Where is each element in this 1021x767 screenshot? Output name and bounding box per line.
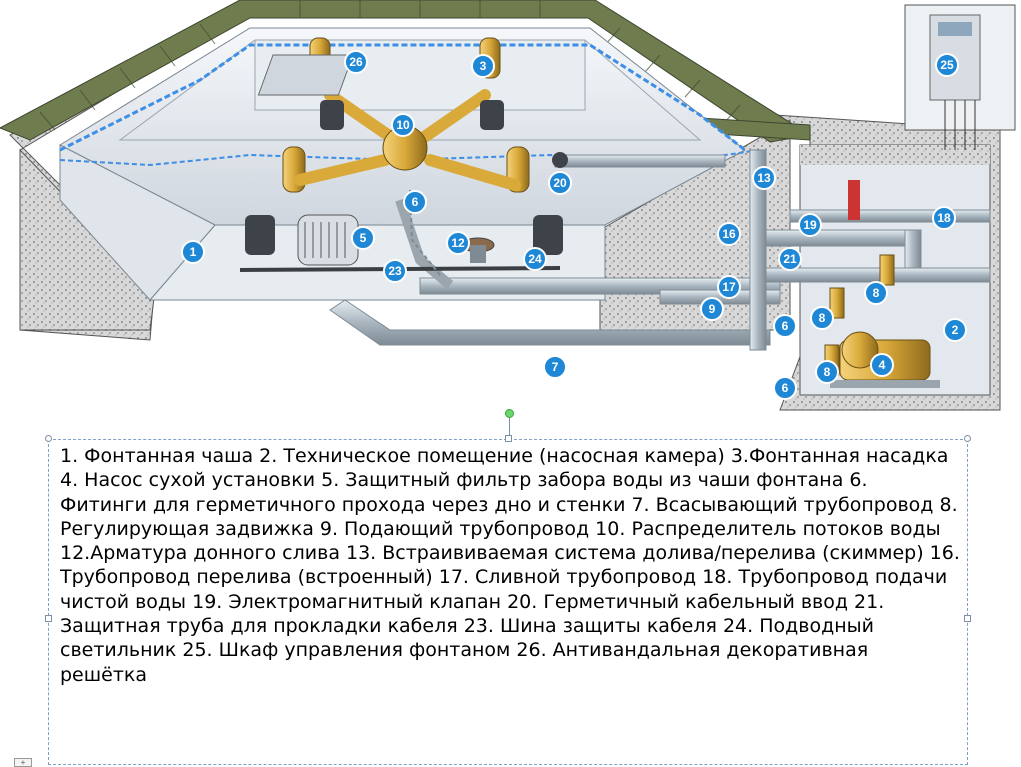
caption-textbox[interactable]: 1. Фонтанная чаша 2. Техническое помещен… [48,439,968,765]
svg-text:8: 8 [824,365,831,379]
stone-coping [0,0,812,143]
badge-16: 16 [717,222,741,246]
badge-8-c: 8 [815,360,839,384]
badge-8-a: 8 [864,281,888,305]
resize-handle-middle-right[interactable] [964,615,971,622]
svg-text:26: 26 [349,55,363,69]
resize-handle-top-right[interactable] [964,435,971,442]
badge-8-b: 8 [810,306,834,330]
svg-text:12: 12 [451,236,465,250]
svg-text:6: 6 [412,195,419,209]
badge-1: 1 [181,240,205,264]
water-surface [59,43,746,152]
callout-badges: 1 2 3 4 5 6 6 6 7 8 8 8 9 10 12 13 16 17… [181,50,967,400]
badge-17: 17 [717,275,741,299]
badge-24: 24 [523,247,547,271]
svg-text:21: 21 [783,252,797,266]
badge-4: 4 [870,353,894,377]
svg-text:6: 6 [782,319,789,333]
badge-6-c: 6 [773,376,797,400]
badge-2: 2 [943,318,967,342]
rotate-handle-stem [509,418,510,438]
svg-text:9: 9 [709,302,716,316]
badge-19: 19 [798,213,822,237]
badge-21: 21 [778,247,802,271]
svg-text:3: 3 [480,59,487,73]
fountain-nozzles [257,37,530,193]
badge-12: 12 [446,231,470,255]
pipes [239,149,991,351]
badge-5: 5 [351,226,375,250]
svg-text:2: 2 [952,323,959,337]
svg-text:1: 1 [190,245,197,259]
badge-7: 7 [543,355,567,379]
svg-text:19: 19 [803,218,817,232]
svg-text:10: 10 [396,118,410,132]
svg-text:6: 6 [782,381,789,395]
badge-25: 25 [935,53,959,77]
badge-6-a: 6 [403,190,427,214]
svg-text:17: 17 [722,280,736,294]
fountain-diagram: 1 2 3 4 5 6 6 6 7 8 8 8 9 10 12 13 16 17… [0,0,1016,411]
svg-text:8: 8 [819,311,826,325]
equipment [245,100,568,266]
rotate-handle[interactable] [505,409,514,418]
svg-text:20: 20 [553,176,567,190]
svg-text:24: 24 [528,252,542,266]
resize-handle-middle-left[interactable] [45,615,52,622]
svg-text:4: 4 [879,358,886,372]
badge-6-b: 6 [773,314,797,338]
svg-text:23: 23 [388,264,402,278]
svg-text:8: 8 [873,286,880,300]
svg-text:7: 7 [552,360,559,374]
fountain-illustration: 1 2 3 4 5 6 6 6 7 8 8 8 9 10 12 13 16 17… [0,0,1016,411]
badge-26: 26 [344,50,368,74]
slide-corner-marker: + [14,758,32,767]
resize-handle-top-center[interactable] [505,435,512,442]
svg-text:25: 25 [940,58,954,72]
svg-text:13: 13 [757,171,771,185]
badge-10: 10 [391,113,415,137]
badge-18: 18 [932,206,956,230]
svg-text:5: 5 [360,231,367,245]
svg-text:16: 16 [722,227,736,241]
control-cabinet [904,4,1016,150]
badge-13: 13 [752,166,776,190]
svg-text:18: 18 [937,211,951,225]
resize-handle-top-left[interactable] [45,435,52,442]
badge-20: 20 [548,171,572,195]
legend-text[interactable]: 1. Фонтанная чаша 2. Техническое помещен… [60,445,960,686]
badge-9: 9 [700,297,724,321]
badge-23: 23 [383,259,407,283]
badge-3: 3 [471,54,495,78]
